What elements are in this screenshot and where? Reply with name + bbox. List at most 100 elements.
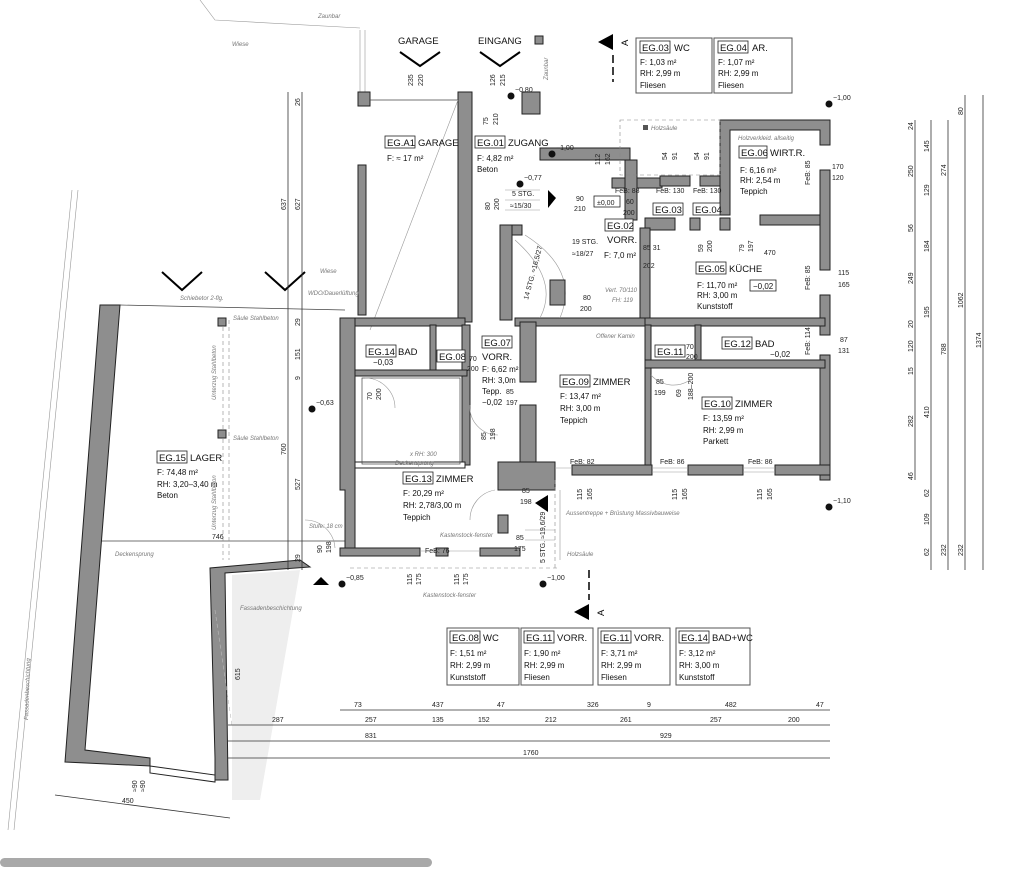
plan-text: AR.	[752, 43, 768, 54]
garage-entrance-label: GARAGE	[398, 36, 439, 47]
level-value: −1,00	[556, 145, 574, 152]
dimension-value: 109	[924, 513, 931, 525]
plan-text: 831	[365, 733, 377, 740]
plan-text: 197	[506, 400, 518, 407]
plan-text: RH: 3,00 m	[560, 404, 601, 413]
plan-text: 60	[626, 199, 634, 206]
plan-text: Deckensprung	[395, 461, 434, 467]
plan-text: EG.06	[741, 148, 768, 159]
level-symbol-icon	[539, 580, 547, 588]
dimension-value: 62	[924, 489, 931, 497]
plan-text: RH: 2,99 m	[718, 69, 759, 78]
dimension-value: 29	[295, 554, 302, 562]
plan-text: −0,03	[373, 358, 394, 367]
plan-text: WC	[483, 633, 499, 644]
plan-text: 210	[574, 206, 586, 213]
plan-text: 152	[478, 717, 490, 724]
plan-text: 615	[235, 668, 242, 680]
plan-text: 85	[656, 379, 664, 386]
plan-text: 175	[514, 546, 526, 553]
plan-text: Fliesen	[718, 81, 744, 90]
plan-text: 85	[481, 432, 488, 440]
plan-text: VORR.	[557, 633, 587, 644]
plan-text: 115	[838, 270, 849, 277]
plan-text: VORR.	[482, 352, 512, 363]
plan-text: Zaunbar	[317, 14, 341, 20]
plan-text: EG.11	[603, 633, 629, 644]
plan-text: 482	[725, 702, 737, 709]
plan-text: Fliesen	[601, 673, 627, 682]
plan-text: −0,02	[753, 282, 774, 291]
level-symbol-icon	[825, 100, 833, 108]
plan-text: RH: 3,00 m	[697, 291, 738, 300]
plan-text: EG.15	[159, 453, 186, 464]
plan-text: Parkett	[703, 437, 729, 446]
plan-text: Unterzug Stahlbeton	[212, 475, 218, 530]
plan-text: FH: 119	[612, 298, 634, 304]
plan-text: F: 1,03 m²	[640, 58, 677, 67]
dimension-value: 56	[908, 224, 915, 232]
level-value: −1,00	[547, 575, 565, 582]
plan-text: 47	[816, 702, 824, 709]
plan-text: 200	[494, 198, 501, 210]
plan-text: Holzsäule	[651, 126, 678, 132]
plan-text: WDO/Dauerlüftung	[308, 291, 359, 297]
plan-text: 5 STG. ≈19,6/29	[540, 512, 547, 563]
plan-text: RH: 2,99 m	[524, 661, 565, 670]
plan-text: RH: 3,0m	[482, 376, 516, 385]
plan-text: 126	[490, 74, 497, 86]
plan-text: GARAGE	[418, 138, 459, 149]
plan-text: 135	[432, 717, 444, 724]
plan-text: FeB: 130	[656, 188, 685, 195]
plan-text: x RH: 300	[409, 452, 437, 458]
plan-text: 165	[838, 282, 850, 289]
plan-text: 199	[654, 390, 666, 397]
plan-text: FeB: 86	[660, 459, 685, 466]
plan-text: EG.03	[655, 205, 682, 216]
plan-text: 198	[490, 428, 497, 440]
plan-text: 170	[832, 164, 844, 171]
plan-text: 188–200	[688, 373, 695, 400]
plan-text: 115	[577, 489, 584, 500]
plan-text: Fassadenbeschichtung	[240, 606, 302, 612]
plan-text: ±0,00	[597, 200, 615, 207]
plan-text: 85	[522, 488, 530, 495]
section-a-top: A	[620, 39, 631, 46]
site-lines	[7, 0, 544, 831]
dimension-value: 62	[924, 548, 931, 556]
plan-text: 85	[506, 389, 514, 396]
dimension-value: 9	[295, 376, 302, 380]
dimension-value: 250	[908, 165, 915, 177]
lager-walls	[64, 304, 312, 783]
plan-text: 87	[840, 337, 848, 344]
plan-text: BAD	[755, 339, 775, 350]
plan-text: EG.04	[695, 205, 722, 216]
building-walls	[232, 91, 831, 800]
plan-text: Wiese	[320, 269, 337, 275]
level-value: −0,77	[524, 175, 542, 182]
plan-text: Holzverkleid. allseitig	[738, 136, 795, 142]
plan-text: FeB: 85	[805, 265, 812, 290]
plan-text: 746	[212, 534, 224, 541]
dimension-value: 46	[908, 472, 915, 480]
horizontal-scrollbar[interactable]	[0, 858, 432, 867]
plan-text: 215	[500, 74, 507, 86]
plan-text: 165	[682, 488, 689, 500]
plan-text: 70	[686, 344, 694, 351]
plan-text: EG.01	[477, 138, 504, 149]
plan-text: EG.12	[724, 339, 751, 350]
dimension-value: 20	[908, 320, 915, 328]
plan-text: F: ≈ 17 m²	[387, 154, 424, 163]
plan-text: F: 20,29 m²	[403, 489, 444, 498]
plan-text: 70	[469, 356, 477, 363]
plan-text: ZIMMER	[593, 377, 631, 388]
plan-text: 929	[660, 733, 672, 740]
